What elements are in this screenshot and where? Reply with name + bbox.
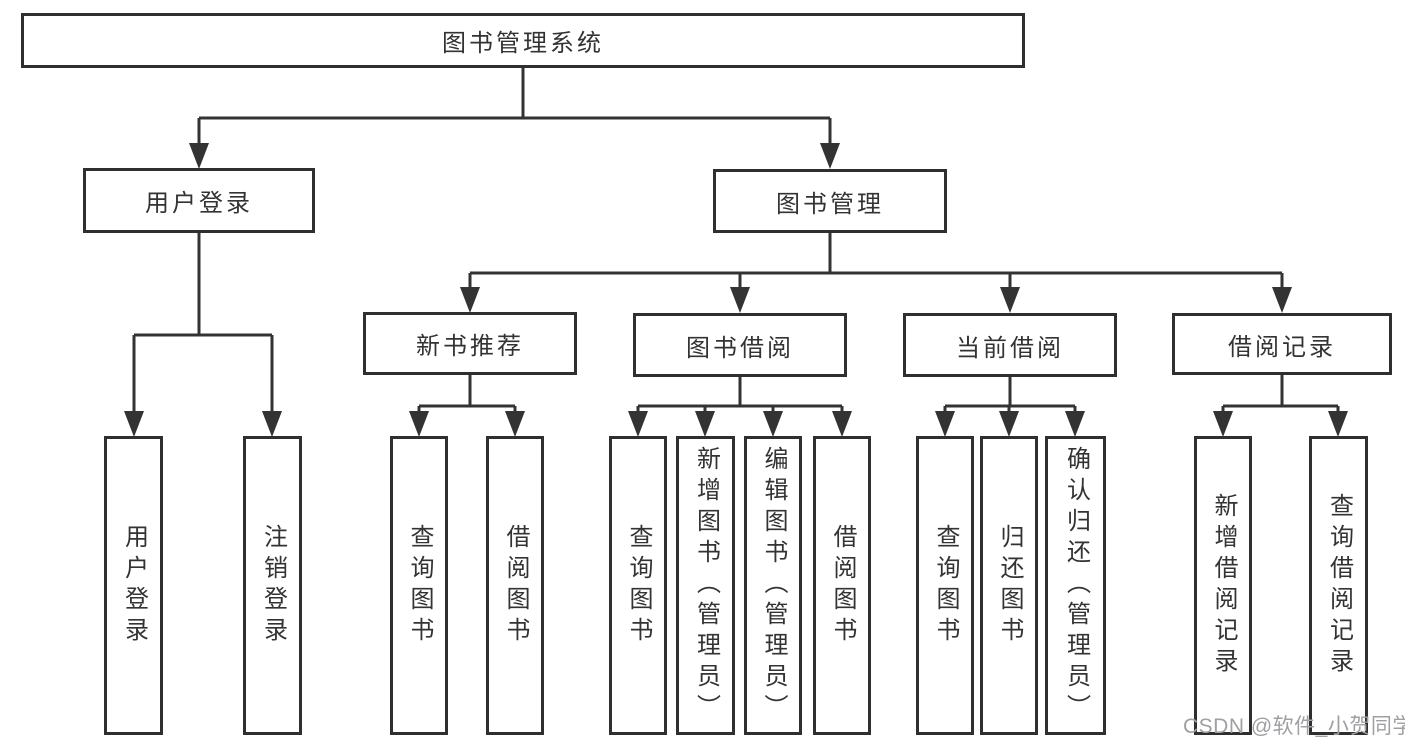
- leaf-query-book-3: 查询图书: [916, 436, 974, 735]
- connector-new-book-rec-children: [409, 375, 525, 437]
- node-book-borrow: 图书借阅: [633, 313, 847, 377]
- connector-book-borrow-children: [628, 377, 852, 437]
- leaf-query-book-2-label: 查询图书: [625, 523, 652, 648]
- node-new-book-rec-label: 新书推荐: [416, 333, 524, 360]
- leaf-logout: 注销登录: [243, 436, 302, 735]
- node-book-mgmt: 图书管理: [713, 169, 947, 233]
- leaf-confirm-return-admin-label: 确认归还（管理员）: [1062, 446, 1090, 725]
- leaf-logout-label: 注销登录: [259, 523, 287, 648]
- leaf-query-book-1-label: 查询图书: [406, 523, 433, 648]
- leaf-user-login-label: 用户登录: [120, 523, 148, 648]
- leaf-query-book-2: 查询图书: [609, 436, 667, 735]
- connector-current-borrow-children: [935, 377, 1085, 437]
- leaf-add-book-admin: 新增图书（管理员）: [676, 436, 735, 735]
- leaf-query-borrow-record-label: 查询借阅记录: [1325, 492, 1353, 679]
- node-root-label: 图书管理系统: [442, 30, 604, 57]
- node-book-mgmt-label: 图书管理: [776, 190, 884, 218]
- leaf-confirm-return-admin: 确认归还（管理员）: [1045, 436, 1106, 735]
- node-current-borrow-label: 当前借阅: [956, 334, 1064, 362]
- node-book-borrow-label: 图书借阅: [686, 334, 794, 362]
- leaf-return-book: 归还图书: [980, 436, 1038, 735]
- node-user-login-label: 用户登录: [145, 190, 253, 217]
- leaf-add-book-admin-label: 新增图书（管理员）: [692, 446, 720, 725]
- leaf-query-book-1: 查询图书: [390, 436, 448, 735]
- connector-root-to-level2: [189, 68, 840, 169]
- leaf-return-book-label: 归还图书: [996, 523, 1023, 648]
- leaf-query-borrow-record: 查询借阅记录: [1309, 436, 1368, 735]
- connector-borrow-record-children: [1213, 375, 1348, 437]
- leaf-edit-book-admin-label: 编辑图书（管理员）: [760, 446, 787, 725]
- node-current-borrow: 当前借阅: [903, 313, 1117, 377]
- leaf-edit-book-admin: 编辑图书（管理员）: [744, 436, 802, 735]
- leaf-query-book-3-label: 查询图书: [932, 523, 959, 648]
- node-new-book-rec: 新书推荐: [363, 312, 577, 375]
- leaf-borrow-book-1: 借阅图书: [486, 436, 544, 735]
- node-borrow-record: 借阅记录: [1172, 313, 1392, 375]
- leaf-add-borrow-record: 新增借阅记录: [1194, 436, 1252, 735]
- leaf-borrow-book-2: 借阅图书: [813, 436, 871, 735]
- leaf-borrow-book-2-label: 借阅图书: [829, 523, 856, 648]
- node-root: 图书管理系统: [21, 13, 1025, 68]
- connector-user-login-children: [124, 233, 282, 437]
- leaf-user-login: 用户登录: [104, 436, 163, 735]
- leaf-borrow-book-1-label: 借阅图书: [502, 523, 529, 648]
- node-borrow-record-label: 借阅记录: [1228, 333, 1336, 361]
- connector-book-mgmt-children: [460, 233, 1292, 313]
- leaf-add-borrow-record-label: 新增借阅记录: [1210, 492, 1237, 679]
- node-user-login: 用户登录: [83, 168, 315, 233]
- csdn-watermark: CSDN @软件_小贺同学: [1183, 715, 1405, 738]
